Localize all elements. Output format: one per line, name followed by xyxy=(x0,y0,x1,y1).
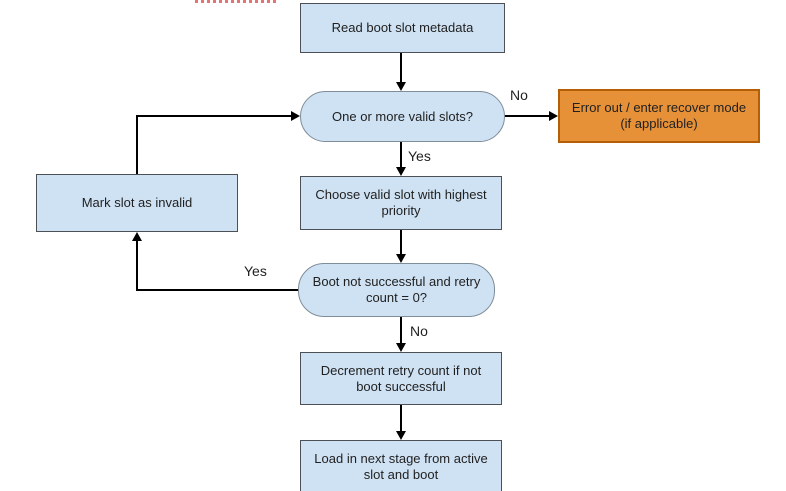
arrow-down-icon xyxy=(396,167,406,176)
node-label: Error out / enter recover mode (if appli… xyxy=(571,100,747,131)
edge-mark-to-valid-vertical xyxy=(136,115,138,174)
node-label: Load in next stage from active slot and … xyxy=(314,451,488,482)
node-label: Read boot slot metadata xyxy=(331,20,474,35)
node-label: Decrement retry count if not boot succes… xyxy=(320,362,482,394)
edge-bootcheck-to-mark-vertical xyxy=(136,241,138,291)
edge-decrement-to-load xyxy=(400,405,402,431)
edge-choose-to-bootcheck xyxy=(400,230,402,254)
node-label: Mark slot as invalid xyxy=(81,195,193,210)
edge-bootcheck-to-decrement xyxy=(400,317,402,343)
arrow-down-icon xyxy=(396,82,406,91)
node-load-next-stage: Load in next stage from active slot and … xyxy=(300,440,502,491)
node-error-recover-mode: Error out / enter recover mode (if appli… xyxy=(558,89,760,143)
clipped-red-text-artifact xyxy=(195,0,278,3)
edge-mark-to-valid-horizontal xyxy=(136,115,291,117)
node-decision-valid-slots: One or more valid slots? xyxy=(300,91,505,142)
node-mark-slot-invalid: Mark slot as invalid xyxy=(36,174,238,232)
edge-bootcheck-to-mark-horizontal xyxy=(136,289,298,291)
edge-label-no: No xyxy=(509,87,529,103)
node-decision-boot-not-successful: Boot not successful and retry count = 0? xyxy=(298,263,495,317)
arrow-right-icon xyxy=(549,111,558,121)
node-read-boot-slot-metadata: Read boot slot metadata xyxy=(300,3,505,53)
arrow-right-icon xyxy=(291,111,300,121)
edge-label-yes: Yes xyxy=(243,263,268,279)
edge-read-to-valid xyxy=(400,53,402,82)
node-label: One or more valid slots? xyxy=(332,108,473,124)
arrow-down-icon xyxy=(396,431,406,440)
node-label: Choose valid slot with highest priority xyxy=(315,187,487,218)
edge-label-no: No xyxy=(409,323,429,339)
node-label: Boot not successful and retry count = 0? xyxy=(312,274,481,305)
edge-valid-to-choose xyxy=(400,142,402,167)
node-decrement-retry-count: Decrement retry count if not boot succes… xyxy=(300,352,502,405)
arrow-up-icon xyxy=(132,232,142,241)
edge-valid-to-error xyxy=(505,115,549,117)
arrow-down-icon xyxy=(396,343,406,352)
edge-label-yes: Yes xyxy=(407,148,432,164)
node-choose-valid-slot: Choose valid slot with highest priority xyxy=(300,176,502,230)
arrow-down-icon xyxy=(396,254,406,263)
